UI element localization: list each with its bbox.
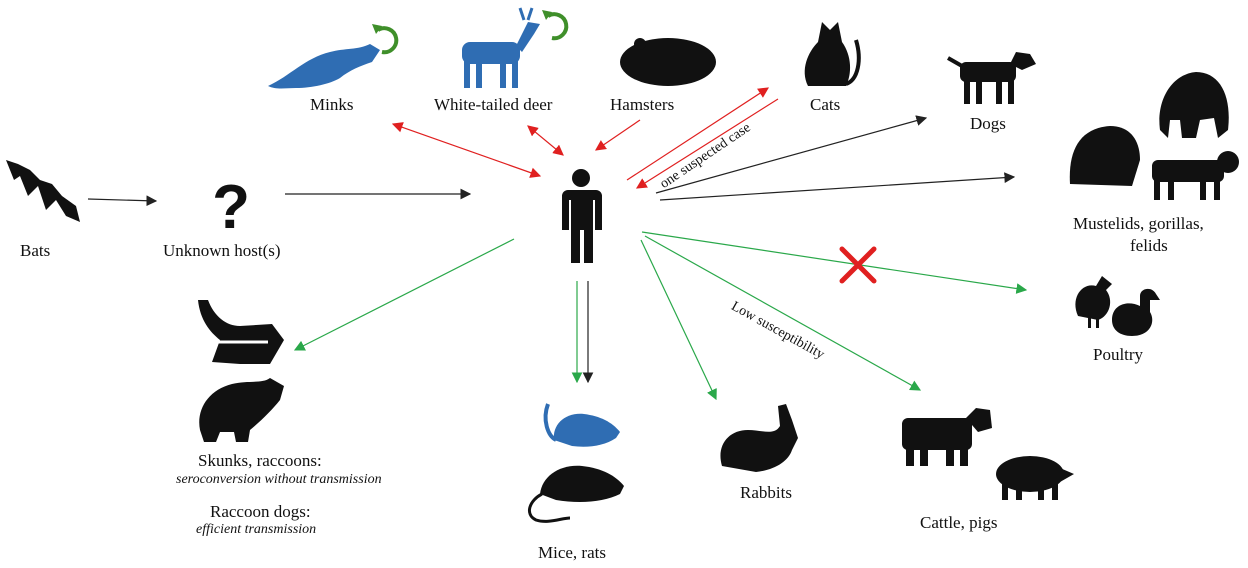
- arrow-hamsters-red: [595, 119, 641, 151]
- label-raccoon-dogs: Raccoon dogs:: [210, 502, 311, 521]
- circular-arrow-head: [372, 24, 382, 34]
- chicken-icon: [1075, 276, 1112, 328]
- rat-icon: [527, 465, 624, 523]
- label-hamsters: Hamsters: [610, 95, 675, 114]
- red-cross-icon: [839, 246, 877, 284]
- label-dogs: Dogs: [970, 114, 1006, 133]
- arrow-deer-red: [527, 125, 564, 156]
- cat-icon: [804, 22, 861, 86]
- label-skunks: Skunks, raccoons:: [198, 451, 322, 470]
- label-cats: Cats: [810, 95, 841, 114]
- mouse-icon: [543, 403, 620, 447]
- label-minks: Minks: [310, 95, 354, 114]
- label-deer: White-tailed deer: [434, 95, 553, 114]
- label-mice: Mice, rats: [538, 543, 606, 562]
- arrow-cattle-green: [644, 235, 922, 391]
- rabbit-icon: [720, 404, 798, 472]
- tiger-icon: [1152, 151, 1239, 200]
- circular-arrow-head: [542, 10, 552, 20]
- duck-icon: [1112, 288, 1160, 336]
- hamster-icon: [620, 38, 716, 86]
- arrow-minks-red: [391, 122, 542, 178]
- bat-icon: [6, 160, 80, 222]
- arrow-skunks-green: [293, 238, 515, 351]
- mustelid-icon: [1069, 126, 1140, 186]
- raccoon-icon: [199, 378, 284, 442]
- person-icon: [562, 169, 602, 263]
- circular-arrow-icon: [546, 12, 569, 41]
- pig-icon: [996, 456, 1074, 500]
- label-cattle: Cattle, pigs: [920, 513, 998, 532]
- arrow-bats-unknown: [87, 195, 158, 207]
- arrow-rabbits-green: [640, 239, 717, 401]
- circular-arrow-icon: [376, 26, 399, 55]
- dog-icon: [947, 52, 1036, 104]
- label-skunks-note: seroconversion without transmission: [176, 472, 382, 487]
- skunk-icon: [198, 300, 284, 364]
- label-mustelids-2: felids: [1130, 236, 1168, 255]
- gorilla-icon: [1159, 72, 1229, 138]
- label-raccoon-dogs-note: efficient transmission: [196, 522, 317, 537]
- question-mark-icon: ?: [212, 173, 250, 242]
- arrow-poultry-green: [641, 231, 1028, 294]
- arrow-cats-red-1: [626, 87, 770, 181]
- label-poultry: Poultry: [1093, 345, 1144, 364]
- mink-icon: [268, 44, 380, 89]
- arrow-human-mustelids: [659, 172, 1016, 201]
- label-rabbits: Rabbits: [740, 483, 792, 502]
- deer-icon: [462, 7, 540, 88]
- cow-icon: [902, 408, 992, 466]
- arrow-cats-red-2: [635, 98, 779, 189]
- label-bats: Bats: [20, 241, 51, 260]
- arrow-human-dogs: [655, 115, 928, 194]
- label-unknown-host: Unknown host(s): [163, 241, 281, 260]
- label-mustelids: Mustelids, gorillas,: [1073, 214, 1204, 233]
